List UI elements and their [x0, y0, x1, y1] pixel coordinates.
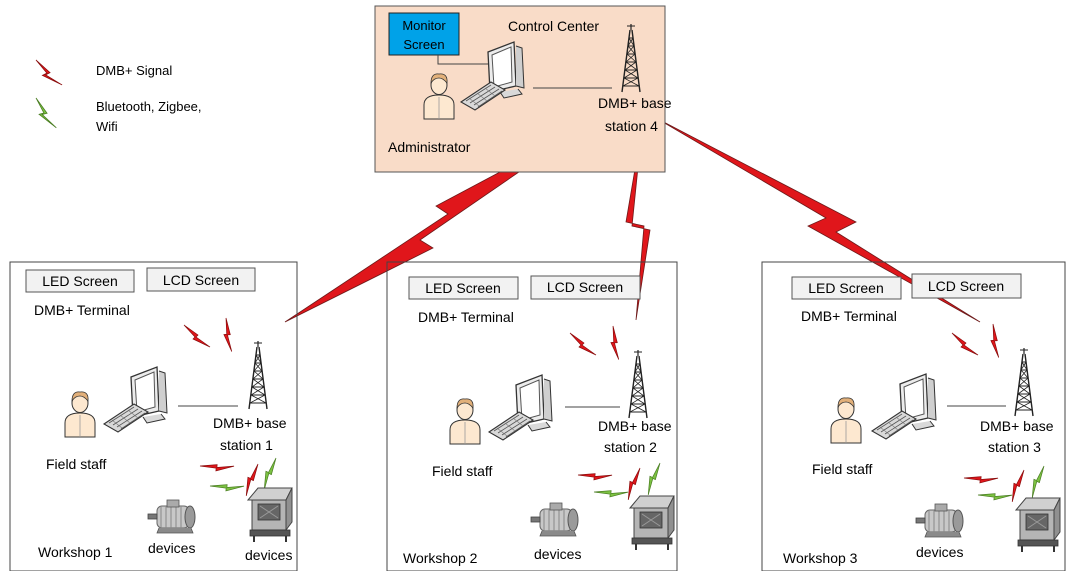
workshop-2-label: Workshop 2 — [403, 550, 478, 566]
workshop-3-lcd-screen — [911, 273, 1022, 299]
wireless-legend-icon — [35, 97, 57, 129]
administrator-label: Administrator — [388, 139, 471, 155]
workshop-2-bolt-red-icon — [569, 332, 597, 356]
workshop-2-motor-icon — [530, 502, 579, 537]
station-3-label-line1: DMB+ base — [980, 418, 1054, 434]
workshop-3-led-screen — [791, 276, 902, 300]
workshop-2: LED Screen LCD Screen DMB+ Terminal DMB+… — [386, 261, 678, 571]
workshop-1-label: Workshop 1 — [38, 544, 113, 560]
monitor-screen-box — [388, 12, 460, 56]
monitor-screen-label-line1: Monitor — [402, 18, 446, 33]
workshop-3-bolt-green-icon-2 — [1022, 465, 1054, 499]
workshop-2-devices-label: devices — [534, 546, 581, 562]
workshop-2-bolt-green-icon-2 — [638, 462, 670, 496]
workshop-3-tower-icon — [1014, 347, 1034, 417]
station-4-label-line2: station 4 — [605, 118, 658, 134]
workshop-2-keyboard-icon — [488, 411, 534, 441]
workshop-1-led-screen — [25, 269, 135, 293]
field-staff-3-person-icon — [830, 397, 862, 444]
workshop-1-devices-label-b: devices — [245, 547, 292, 563]
workshop-1-devices-label-a: devices — [148, 540, 195, 556]
dmb-signal-legend-icon — [35, 59, 63, 86]
station-2-label-line2: station 2 — [604, 439, 657, 455]
workshop-3-bolt-green-icon — [977, 477, 1013, 513]
field-staff-2-label: Field staff — [432, 463, 493, 479]
station-2-label-line1: DMB+ base — [598, 418, 672, 434]
field-staff-3-label: Field staff — [812, 461, 873, 477]
workshop-3-bolt-red-icon-3 — [963, 460, 999, 496]
workshop-1-bolt-red-icon-2 — [211, 317, 247, 352]
workshop-1-lcd-label: LCD Screen — [163, 272, 239, 288]
workshop-2-bolt-red-icon-3 — [577, 457, 613, 493]
workshop-3-lcd-label: LCD Screen — [928, 278, 1004, 294]
station-3-label-line2: station 3 — [988, 439, 1041, 455]
monitor-connector — [437, 55, 492, 65]
workshop-2-bolt-green-icon — [593, 474, 629, 510]
workshop-2-terminal-label: DMB+ Terminal — [418, 309, 514, 325]
workshop-2-bolt-red-icon-2 — [598, 325, 634, 360]
legend-wireless-label-line1: Bluetooth, Zigbee, — [96, 99, 202, 114]
field-staff-1-person-icon — [64, 391, 96, 438]
workshop-3-led-label: LED Screen — [808, 280, 883, 296]
workshop-1-motor-icon — [147, 499, 196, 534]
workshop-1-bolt-red-icon-3 — [199, 448, 235, 484]
workshop-1-tower-icon — [248, 340, 268, 410]
station-4-label-line1: DMB+ base — [598, 95, 672, 111]
workshop-3-box — [761, 261, 1066, 571]
workshop-1-box — [9, 261, 298, 571]
workshop-2-machine-icon — [629, 495, 675, 551]
workshop-2-tower-icon — [628, 349, 648, 419]
workshop-3-keyboard-icon — [871, 410, 917, 440]
legend-wireless-label-line2: Wifi — [96, 119, 118, 134]
workshop-2-box — [386, 261, 678, 571]
dmb-link-1 — [284, 127, 584, 323]
workshop-1-machine-icon — [247, 487, 293, 543]
workshop-3-bolt-red-icon-4 — [1002, 469, 1034, 503]
workshop-2-led-label: LED Screen — [425, 280, 500, 296]
legend: DMB+ Signal Bluetooth, Zigbee, Wifi — [35, 59, 202, 134]
workshop-3-machine-icon — [1015, 497, 1061, 553]
workshop-2-lcd-label: LCD Screen — [547, 279, 623, 295]
field-staff-2-person-icon — [449, 398, 481, 445]
station-1-label-line1: DMB+ base — [213, 415, 287, 431]
field-staff-1-label: Field staff — [46, 456, 107, 472]
workshop-2-bolt-red-icon-4 — [618, 467, 650, 501]
workshop-3: LED Screen LCD Screen DMB+ Terminal DMB+… — [761, 261, 1066, 571]
station-1-label-line2: station 1 — [220, 437, 273, 453]
workshop-1: LED Screen LCD Screen DMB+ Terminal DMB+… — [9, 261, 298, 571]
workshop-2-lcd-screen — [530, 275, 641, 300]
control-center-title: Control Center — [508, 18, 599, 34]
control-center: Monitor Screen Control Center DMB+ base … — [374, 5, 672, 173]
workshop-1-led-label: LED Screen — [42, 273, 117, 289]
workshop-3-terminal-label: DMB+ Terminal — [801, 308, 897, 324]
workshop-3-bolt-red-icon — [951, 332, 979, 356]
workshop-3-label: Workshop 3 — [783, 550, 858, 566]
workshop-3-motor-icon — [915, 503, 964, 538]
workshop-1-terminal-label: DMB+ Terminal — [34, 302, 130, 318]
workshop-3-bolt-red-icon-2 — [978, 323, 1014, 358]
workshop-1-bolt-green-icon-2 — [254, 457, 286, 491]
workshop-2-led-screen — [408, 276, 519, 300]
monitor-screen-label-line2: Screen — [403, 37, 444, 52]
workshop-1-bolt-green-icon — [209, 468, 245, 504]
workshop-1-keyboard-icon — [103, 403, 149, 433]
workshop-3-devices-label: devices — [916, 544, 963, 560]
dmb-link-3 — [655, 117, 981, 323]
workshop-1-lcd-screen — [146, 267, 256, 292]
workshop-1-bolt-red-icon — [183, 324, 211, 348]
legend-dmb-signal-label: DMB+ Signal — [96, 63, 172, 78]
